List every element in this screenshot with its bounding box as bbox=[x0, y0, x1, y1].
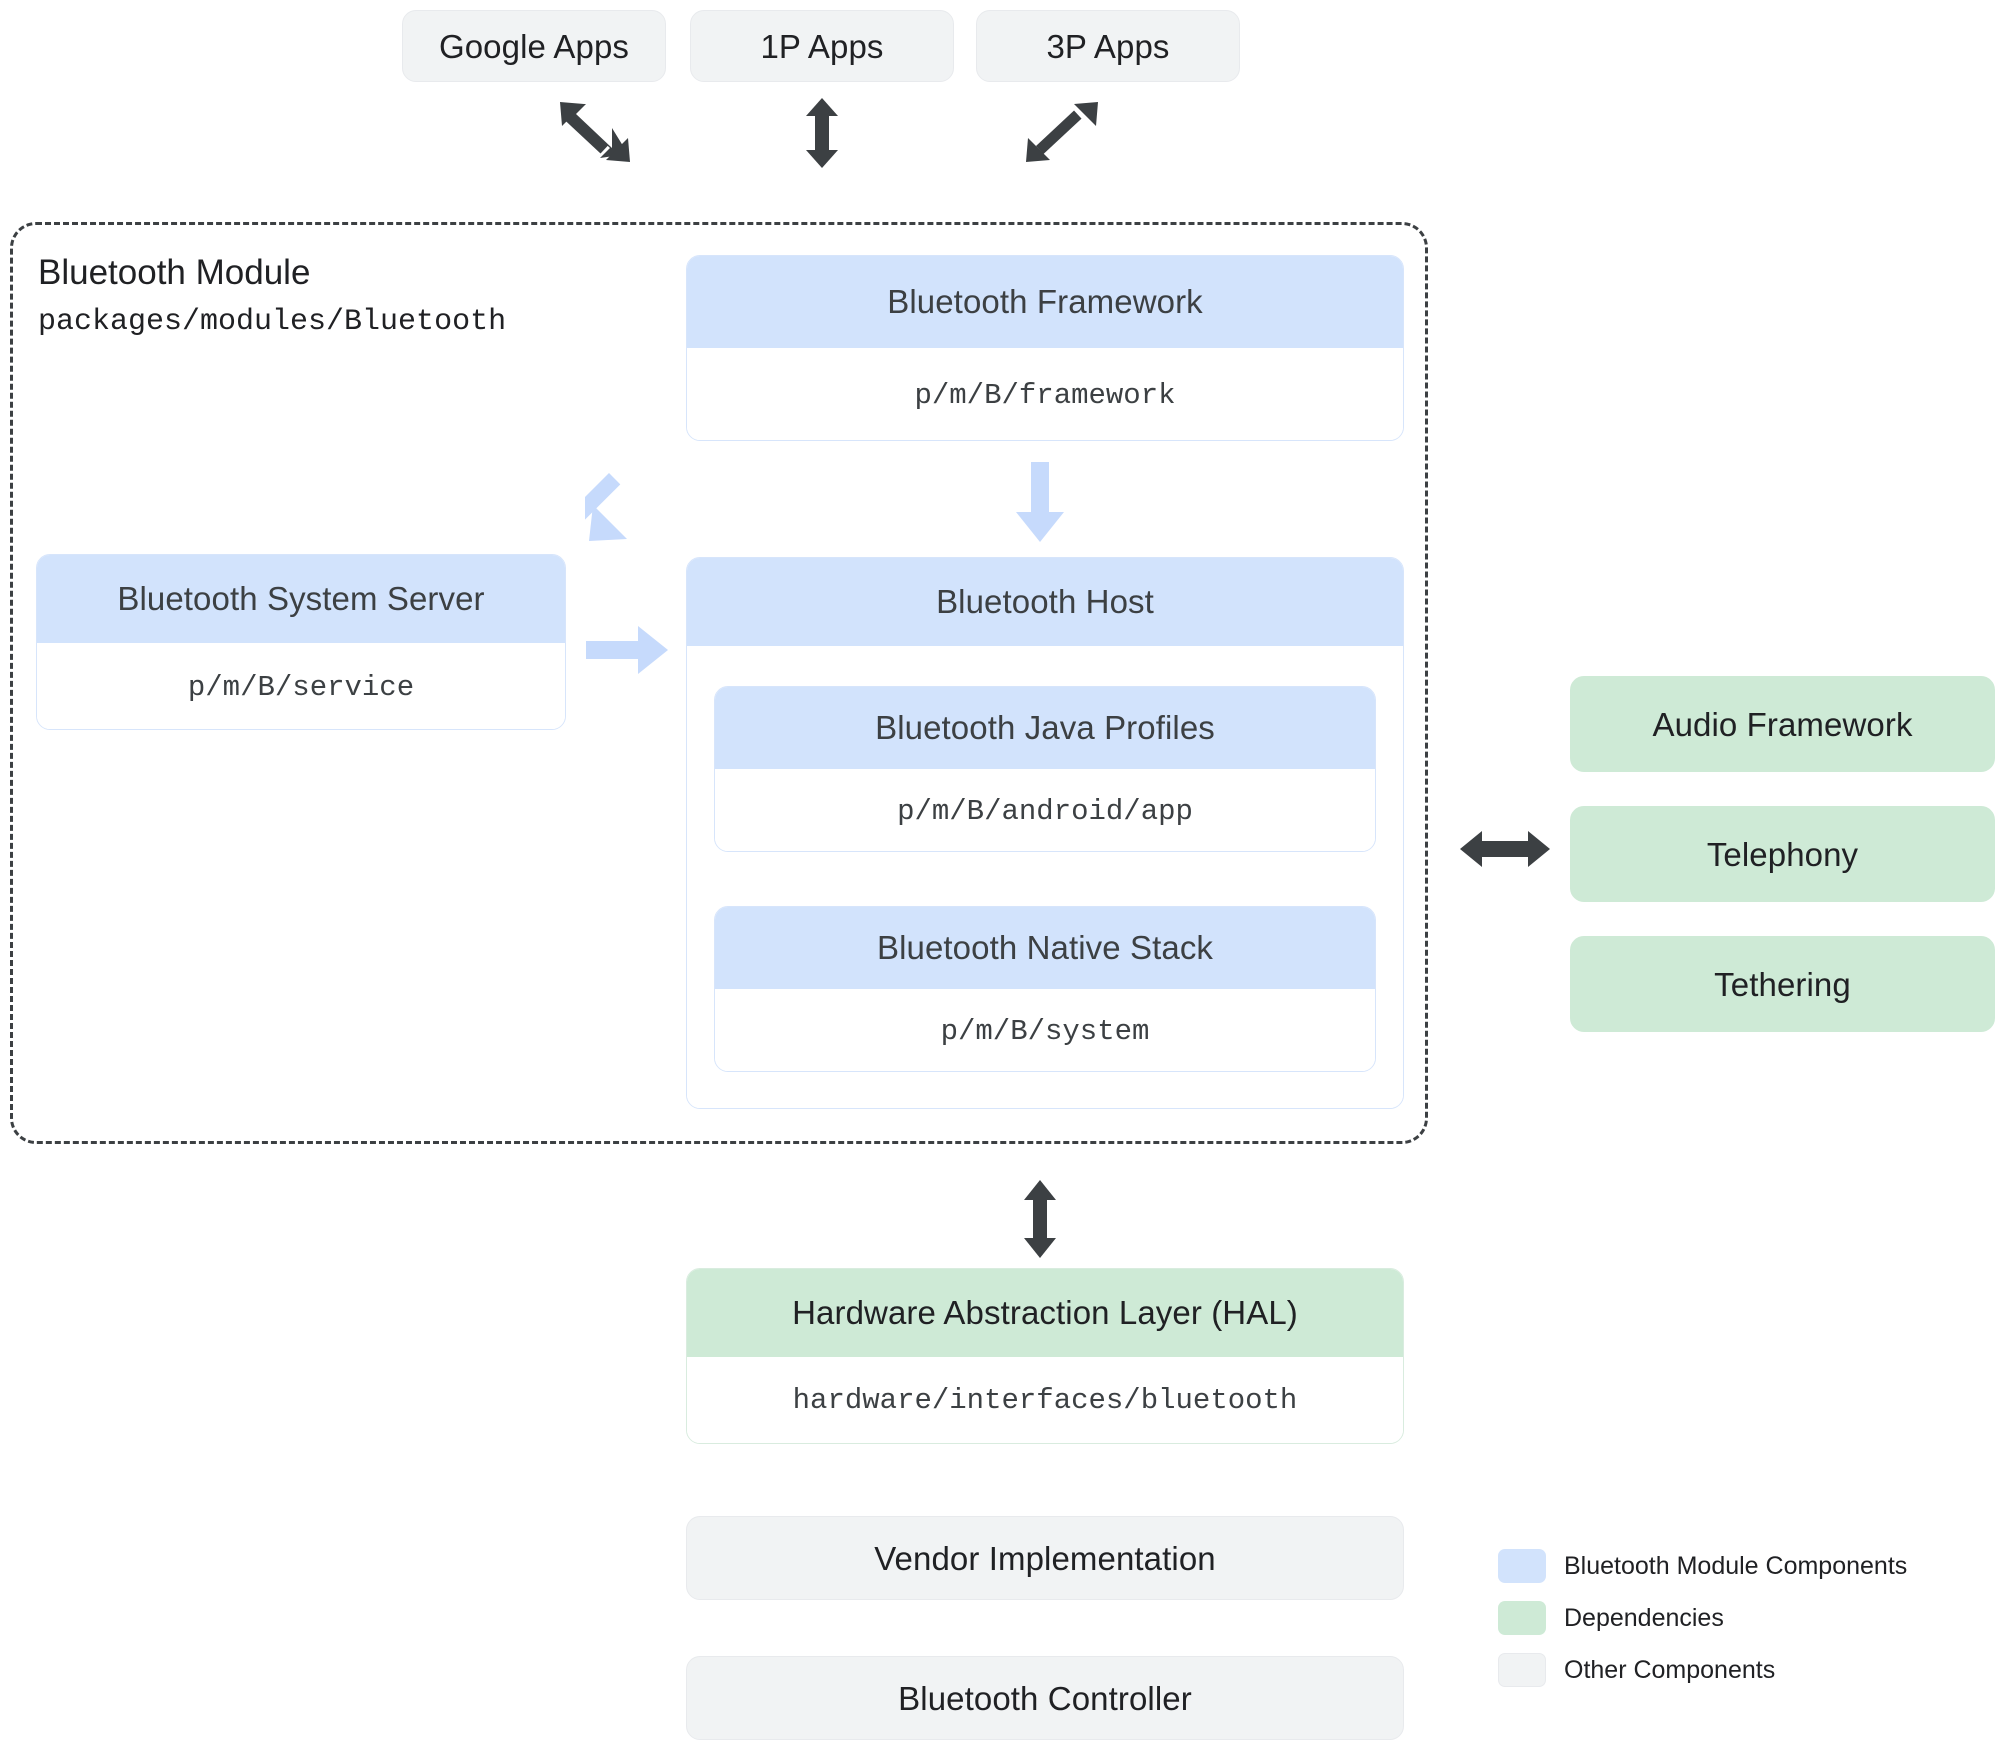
node-bluetooth-framework[interactable]: Bluetooth Framework p/m/B/framework bbox=[686, 255, 1404, 441]
app-box-google-apps-label: Google Apps bbox=[438, 28, 630, 65]
node-tethering[interactable]: Tethering bbox=[1570, 936, 1995, 1032]
node-hardware-abstraction-layer-title: Hardware Abstraction Layer (HAL) bbox=[687, 1269, 1403, 1357]
arrow-module-to-hal bbox=[1024, 1180, 1056, 1258]
bluetooth-module-container bbox=[10, 222, 1428, 1144]
app-box-1p-apps[interactable]: 1P Apps bbox=[690, 10, 954, 82]
node-bluetooth-java-profiles-title: Bluetooth Java Profiles bbox=[715, 687, 1375, 769]
node-bluetooth-system-server[interactable]: Bluetooth System Server p/m/B/service bbox=[36, 554, 566, 730]
legend-label-dependencies: Dependencies bbox=[1564, 1603, 1724, 1632]
legend-item-other-components: Other Components bbox=[1498, 1653, 1907, 1687]
arrow-google-apps-to-framework bbox=[560, 102, 630, 162]
node-tethering-label: Tethering bbox=[1714, 966, 1851, 1003]
node-audio-framework-label: Audio Framework bbox=[1652, 706, 1913, 743]
module-path: packages/modules/Bluetooth bbox=[38, 305, 507, 339]
node-bluetooth-controller[interactable]: Bluetooth Controller bbox=[686, 1656, 1404, 1740]
arrow-3p-apps-to-framework bbox=[1026, 102, 1098, 162]
node-telephony-label: Telephony bbox=[1706, 836, 1859, 873]
arrow-1p-apps-to-framework bbox=[806, 98, 838, 168]
legend-item-module-components: Bluetooth Module Components bbox=[1498, 1549, 1907, 1583]
node-telephony[interactable]: Telephony bbox=[1570, 806, 1995, 902]
node-bluetooth-system-server-path: p/m/B/service bbox=[37, 643, 565, 729]
node-bluetooth-java-profiles-path: p/m/B/android/app bbox=[715, 769, 1375, 851]
node-bluetooth-framework-path: p/m/B/framework bbox=[687, 348, 1403, 440]
node-audio-framework[interactable]: Audio Framework bbox=[1570, 676, 1995, 772]
node-vendor-implementation[interactable]: Vendor Implementation bbox=[686, 1516, 1404, 1600]
legend: Bluetooth Module Components Dependencies… bbox=[1498, 1549, 1907, 1687]
node-hardware-abstraction-layer-path: hardware/interfaces/bluetooth bbox=[687, 1357, 1403, 1443]
node-bluetooth-native-stack-title: Bluetooth Native Stack bbox=[715, 907, 1375, 989]
node-bluetooth-native-stack[interactable]: Bluetooth Native Stack p/m/B/system bbox=[714, 906, 1376, 1072]
node-bluetooth-host-title: Bluetooth Host bbox=[687, 558, 1403, 646]
node-bluetooth-system-server-title: Bluetooth System Server bbox=[37, 555, 565, 643]
node-vendor-implementation-label: Vendor Implementation bbox=[874, 1540, 1216, 1577]
legend-swatch-module-components bbox=[1498, 1549, 1546, 1583]
node-bluetooth-native-stack-path: p/m/B/system bbox=[715, 989, 1375, 1071]
node-bluetooth-controller-label: Bluetooth Controller bbox=[898, 1680, 1192, 1717]
legend-swatch-dependencies bbox=[1498, 1601, 1546, 1635]
module-title: Bluetooth Module bbox=[38, 253, 311, 292]
legend-item-dependencies: Dependencies bbox=[1498, 1601, 1907, 1635]
arrow-host-to-dependencies bbox=[1460, 831, 1550, 867]
app-box-3p-apps-label: 3P Apps bbox=[1046, 28, 1170, 65]
legend-label-other-components: Other Components bbox=[1564, 1655, 1776, 1684]
app-box-1p-apps-label: 1P Apps bbox=[760, 28, 884, 65]
node-hardware-abstraction-layer[interactable]: Hardware Abstraction Layer (HAL) hardwar… bbox=[686, 1268, 1404, 1444]
node-bluetooth-framework-title: Bluetooth Framework bbox=[687, 256, 1403, 348]
app-box-google-apps[interactable]: Google Apps bbox=[402, 10, 666, 82]
legend-swatch-other-components bbox=[1498, 1653, 1546, 1687]
app-box-3p-apps[interactable]: 3P Apps bbox=[976, 10, 1240, 82]
legend-label-module-components: Bluetooth Module Components bbox=[1564, 1551, 1908, 1580]
node-bluetooth-java-profiles[interactable]: Bluetooth Java Profiles p/m/B/android/ap… bbox=[714, 686, 1376, 852]
